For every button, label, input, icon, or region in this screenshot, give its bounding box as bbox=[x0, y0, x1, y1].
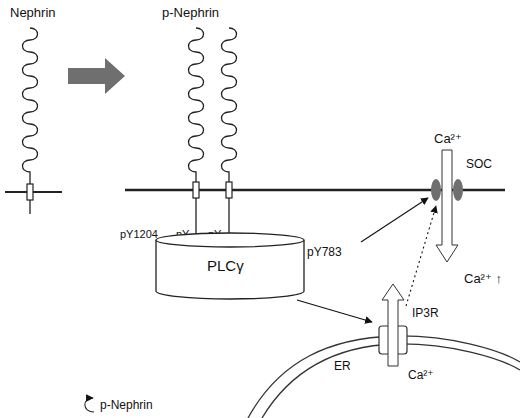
nephrin-molecule bbox=[23, 28, 38, 184]
channel-node: IP3R bbox=[372, 306, 452, 356]
node-text: pY783 bbox=[307, 246, 342, 260]
node-text: PLCγ bbox=[207, 257, 244, 274]
channel-subunit bbox=[453, 179, 463, 201]
transmembrane-domain bbox=[27, 184, 33, 200]
node-text: SOC bbox=[466, 158, 492, 172]
label: p-Nephrin bbox=[100, 399, 153, 413]
channel-node: SOC bbox=[428, 158, 500, 206]
channel-subunit bbox=[431, 179, 441, 201]
nephrin-tail bbox=[195, 198, 196, 238]
transmembrane-domain bbox=[193, 182, 199, 198]
curl-arrow bbox=[85, 398, 94, 412]
cylinder-body bbox=[156, 240, 304, 299]
transition-arrow bbox=[68, 58, 125, 94]
nephrin-molecule bbox=[222, 28, 237, 182]
signal-arrow bbox=[361, 198, 428, 242]
nephrin-tail bbox=[228, 198, 229, 238]
cylinder-top bbox=[156, 233, 304, 247]
label: p-Nephrin bbox=[162, 6, 219, 21]
label: Ca²⁺ bbox=[434, 132, 462, 147]
label: Ca²⁺ bbox=[408, 369, 434, 383]
nephrin-molecule bbox=[189, 28, 204, 182]
signal-arrow bbox=[297, 300, 372, 322]
calcium-release-arrow bbox=[382, 284, 404, 366]
label: pY1204 bbox=[120, 228, 158, 241]
enzyme-cylinder: PLCγ pY783 bbox=[155, 232, 361, 300]
transmembrane-domain bbox=[226, 182, 232, 198]
label: Nephrin bbox=[10, 6, 56, 21]
node-text: IP3R bbox=[412, 307, 439, 321]
label: ER bbox=[334, 360, 351, 374]
signal-arrow bbox=[406, 206, 436, 306]
calcium-influx-arrow bbox=[436, 150, 458, 262]
label: Ca²⁺ ↑ bbox=[464, 272, 502, 287]
nephrin-tail bbox=[29, 200, 30, 214]
